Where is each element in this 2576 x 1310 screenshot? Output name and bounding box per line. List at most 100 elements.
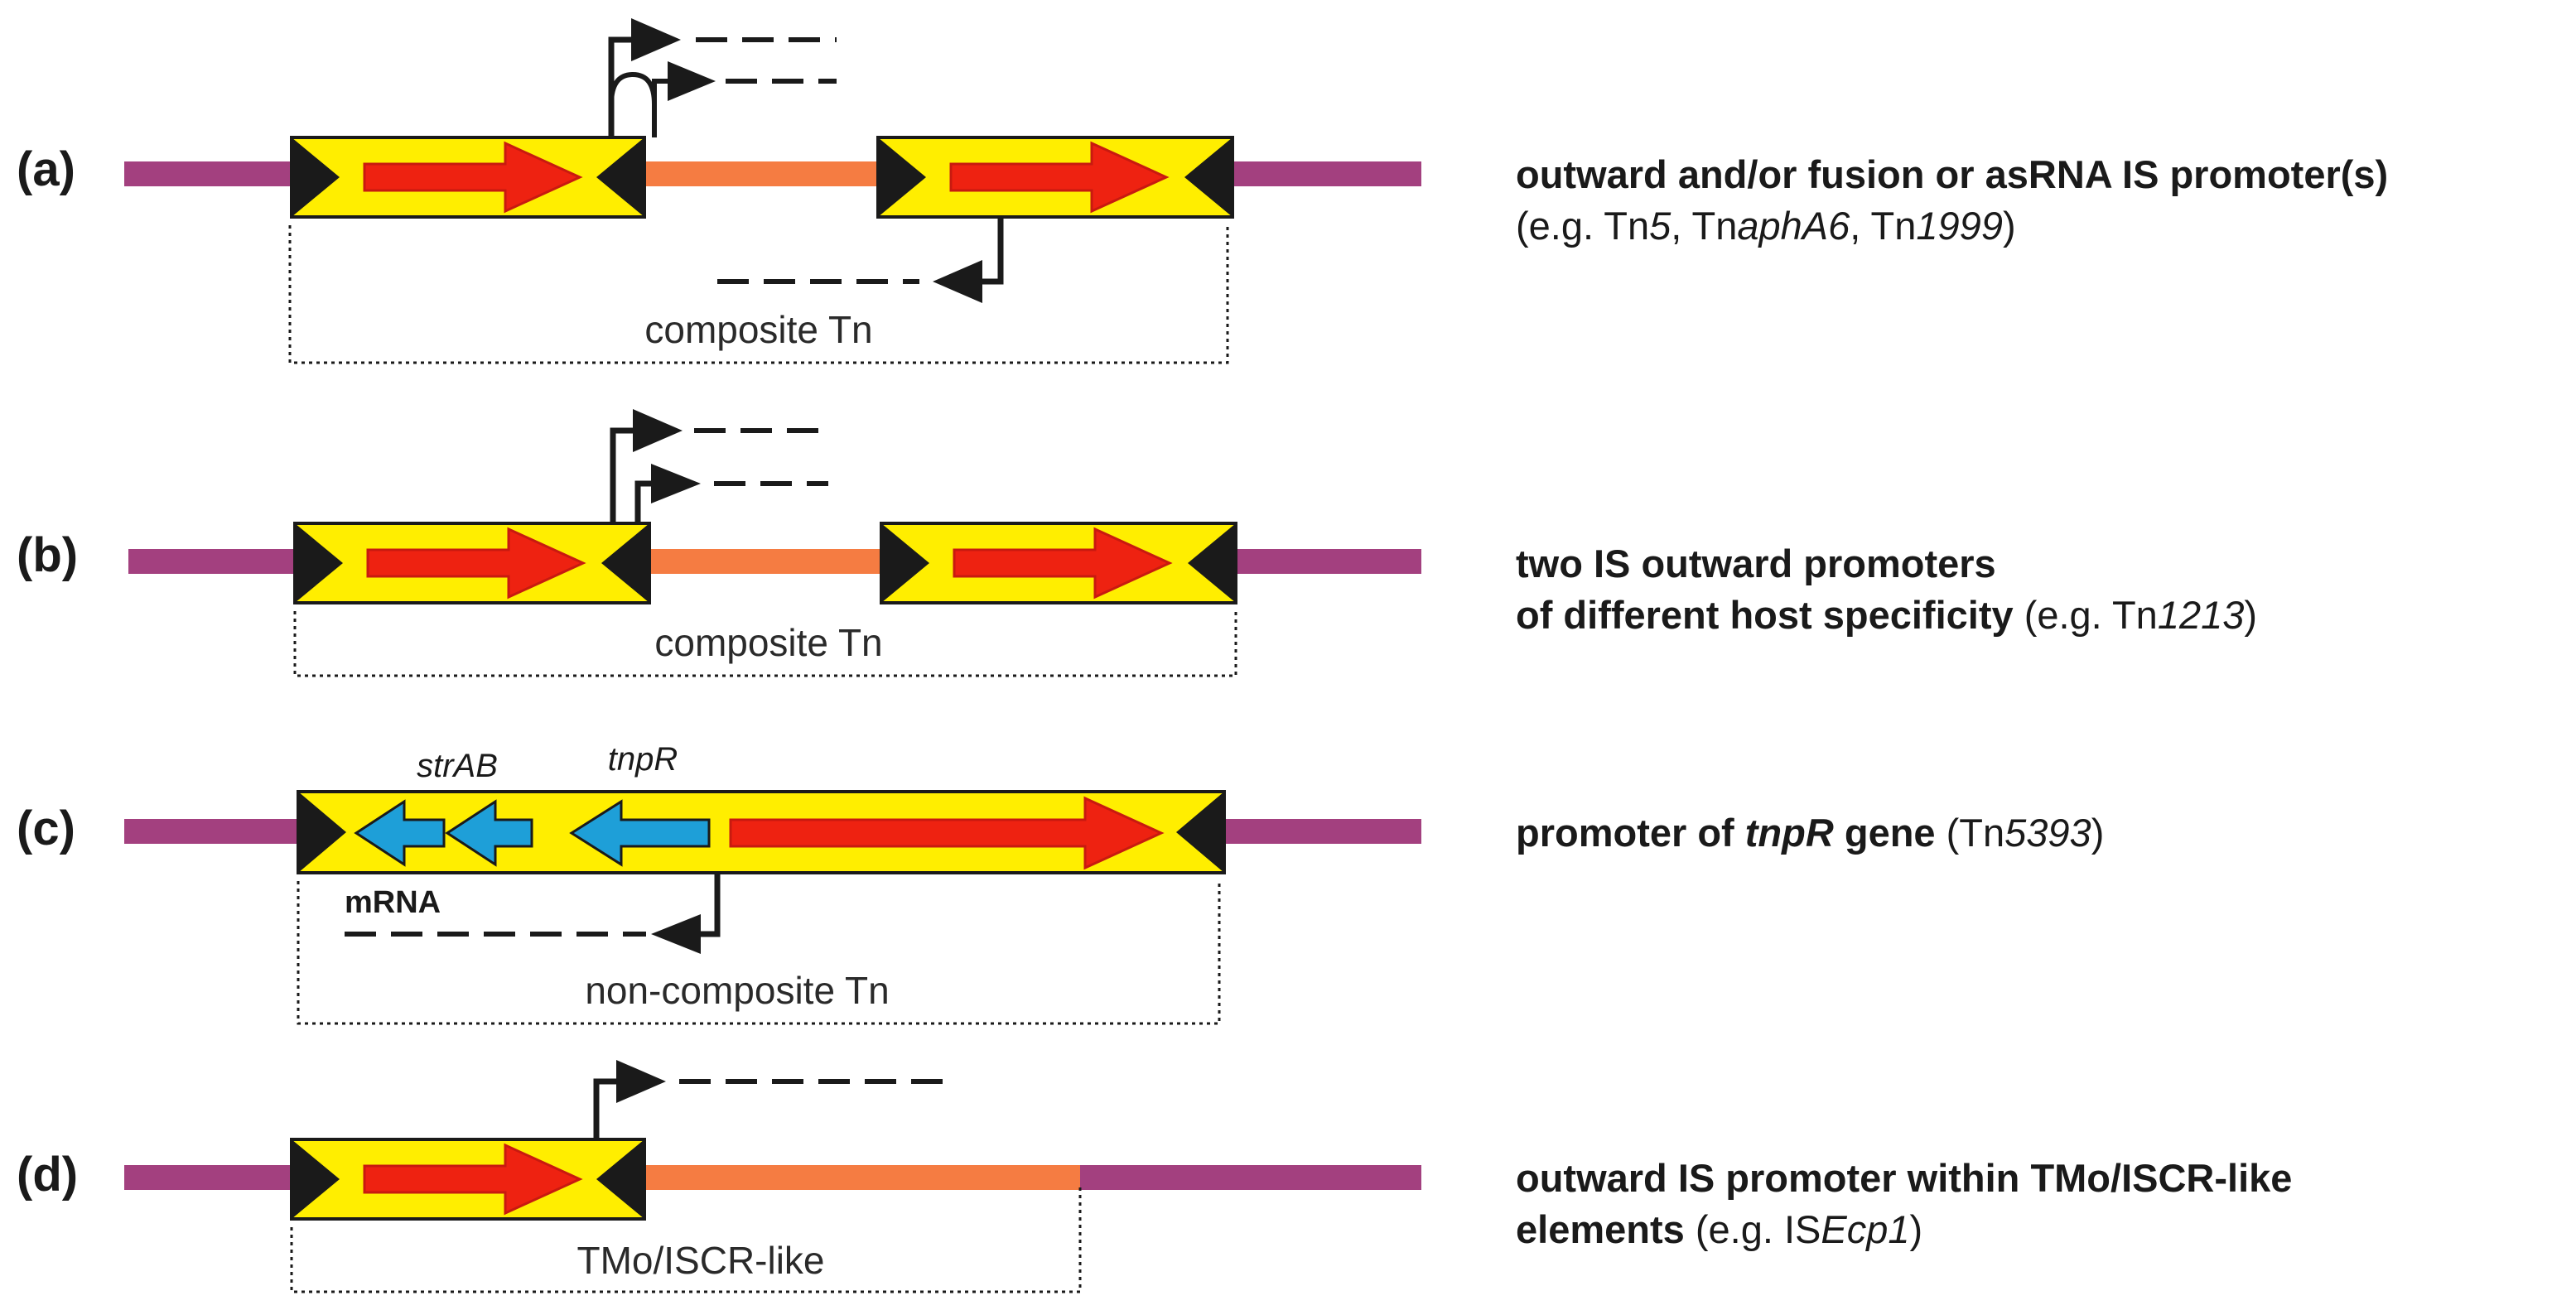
non-composite-transposon bbox=[297, 790, 1226, 874]
is-element-1 bbox=[290, 136, 646, 219]
transposase-gene-arrow bbox=[363, 141, 583, 214]
asrna-promoter bbox=[717, 217, 1004, 303]
fusion-promoter bbox=[609, 61, 837, 137]
mrna-label: mRNA bbox=[345, 885, 441, 920]
example-tn1213: 1213 bbox=[2157, 593, 2245, 637]
promoter-arrowhead bbox=[933, 260, 982, 303]
desc-bold-text: promoter of bbox=[1516, 811, 1745, 855]
panel-c-description: promoter of tnpR gene (Tn5393) bbox=[1516, 807, 2104, 859]
desc-bold-text: two IS outward promoters bbox=[1516, 542, 1996, 585]
desc-text: (e.g. Tn bbox=[1516, 204, 1650, 248]
right-inverted-repeat bbox=[596, 1139, 644, 1219]
tnpr-gene-label: tnpR bbox=[608, 741, 678, 778]
right-inverted-repeat bbox=[596, 137, 644, 217]
example-isecp1: Ecp1 bbox=[1821, 1207, 1910, 1251]
desc-text: ) bbox=[2002, 204, 2016, 248]
box-label: composite Tn bbox=[644, 308, 872, 351]
panel-a-desc-line2: (e.g. Tn5, TnaphA6, Tn1999) bbox=[1516, 200, 2388, 252]
promoter-bent-arrow bbox=[974, 217, 1004, 285]
outward-promoter-1 bbox=[593, 1060, 953, 1139]
is-element-1 bbox=[293, 522, 651, 604]
left-inverted-repeat bbox=[292, 1139, 340, 1219]
desc-bold-text: gene bbox=[1833, 811, 1936, 855]
transposase-gene-arrow bbox=[953, 527, 1173, 600]
outward-promoter-1 bbox=[610, 409, 828, 523]
transposase-gene-arrow bbox=[366, 527, 586, 600]
is-element-2 bbox=[880, 522, 1237, 604]
desc-bold-text: outward and/or fusion or asRNA IS promot… bbox=[1516, 152, 2389, 196]
tnpr-promoter bbox=[345, 873, 721, 954]
transposase-gene-arrow bbox=[949, 141, 1170, 214]
promoter-arrowhead bbox=[668, 61, 716, 101]
left-inverted-repeat bbox=[292, 137, 340, 217]
promoter-arrowhead bbox=[651, 914, 701, 954]
panel-c-desc-line1: promoter of tnpR gene (Tn5393) bbox=[1516, 807, 2104, 859]
desc-text: , Tn bbox=[1850, 204, 1917, 248]
strab-gene-label: strAB bbox=[417, 748, 498, 784]
element-bracket bbox=[290, 1186, 1082, 1293]
right-inverted-repeat bbox=[1184, 137, 1233, 217]
transposon-bracket bbox=[293, 611, 1237, 677]
desc-text: ) bbox=[1909, 1207, 1923, 1251]
transposase-gene-arrow bbox=[363, 1143, 583, 1216]
desc-bold-text: of different host specificity bbox=[1516, 593, 2014, 637]
desc-text: (Tn bbox=[1935, 811, 2005, 855]
desc-text: (e.g. Tn bbox=[2013, 593, 2158, 637]
example-tn1999: 1999 bbox=[1916, 204, 2003, 248]
is-box bbox=[290, 136, 646, 219]
panel-d-desc-line1: outward IS promoter within TMo/ISCR-like bbox=[1516, 1153, 2292, 1204]
box-label: TMo/ISCR-like bbox=[576, 1239, 824, 1282]
panel-c-letter: (c) bbox=[17, 802, 75, 855]
promoter-bent-arrow bbox=[593, 1078, 623, 1139]
strab-gene-arrow-2 bbox=[445, 799, 533, 867]
panel-a-description: outward and/or fusion or asRNA IS promot… bbox=[1516, 149, 2388, 252]
box-label: non-composite Tn bbox=[585, 969, 889, 1012]
example-tn5393: 5393 bbox=[2004, 811, 2091, 855]
promoter-arrowhead bbox=[633, 409, 683, 452]
panel-d-description: outward IS promoter within TMo/ISCR-like… bbox=[1516, 1153, 2292, 1255]
transposon-bracket bbox=[288, 225, 1229, 364]
promoter-bent-arrow bbox=[652, 79, 673, 104]
panel-b: (b) composite Tn bbox=[17, 409, 1421, 677]
promoter-bent-arrow bbox=[610, 427, 639, 523]
desc-text: ) bbox=[2091, 811, 2105, 855]
fusion-promoter-loop bbox=[609, 71, 657, 137]
is-element-2 bbox=[876, 136, 1234, 219]
left-inverted-repeat bbox=[295, 523, 343, 603]
desc-text: ) bbox=[2244, 593, 2258, 637]
desc-text: (e.g. IS bbox=[1684, 1207, 1821, 1251]
promoter-arrowhead bbox=[631, 18, 681, 61]
panel-a-letter: (a) bbox=[17, 142, 75, 196]
left-inverted-repeat bbox=[878, 137, 926, 217]
panel-d-letter: (d) bbox=[17, 1148, 78, 1202]
desc-bold-text: outward IS promoter within TMo/ISCR-like bbox=[1516, 1156, 2293, 1200]
panel-d-desc-line2: elements (e.g. ISEcp1) bbox=[1516, 1204, 2292, 1255]
outward-promoter-2 bbox=[634, 464, 828, 523]
panel-b-letter: (b) bbox=[17, 528, 78, 582]
right-inverted-repeat bbox=[1188, 523, 1236, 603]
strab-gene-arrow-1 bbox=[354, 799, 446, 867]
promoter-arrowhead bbox=[651, 464, 701, 503]
right-inverted-repeat bbox=[601, 523, 649, 603]
example-tnapha6: aphA6 bbox=[1737, 204, 1850, 248]
panel-c: (c) strAB tnpR mRNA non-composite Tn bbox=[17, 741, 1421, 1025]
transposon-bracket bbox=[297, 881, 1221, 1025]
is-element-1 bbox=[290, 1138, 646, 1221]
tnpr-gene-arrow bbox=[569, 799, 711, 867]
example-tn5: 5 bbox=[1649, 204, 1672, 248]
panel-b-desc-line2: of different host specificity (e.g. Tn12… bbox=[1516, 590, 2257, 641]
desc-bold-text: elements bbox=[1516, 1207, 1685, 1251]
tnpr-italic: tnpR bbox=[1744, 811, 1834, 855]
promoter-arrowhead bbox=[616, 1060, 666, 1103]
panel-d: (d) TMo/ISCR-like bbox=[17, 1060, 1421, 1293]
panel-a-desc-line1: outward and/or fusion or asRNA IS promot… bbox=[1516, 149, 2388, 200]
desc-text: , Tn bbox=[1671, 204, 1738, 248]
panel-b-desc-line1: two IS outward promoters bbox=[1516, 538, 2257, 590]
promoter-bent-arrow bbox=[694, 873, 721, 937]
left-inverted-repeat bbox=[881, 523, 929, 603]
left-inverted-repeat bbox=[298, 792, 346, 873]
panel-b-description: two IS outward promoters of different ho… bbox=[1516, 538, 2257, 641]
transposase-gene-arrow bbox=[729, 796, 1165, 870]
promoter-bent-arrow bbox=[634, 480, 656, 523]
